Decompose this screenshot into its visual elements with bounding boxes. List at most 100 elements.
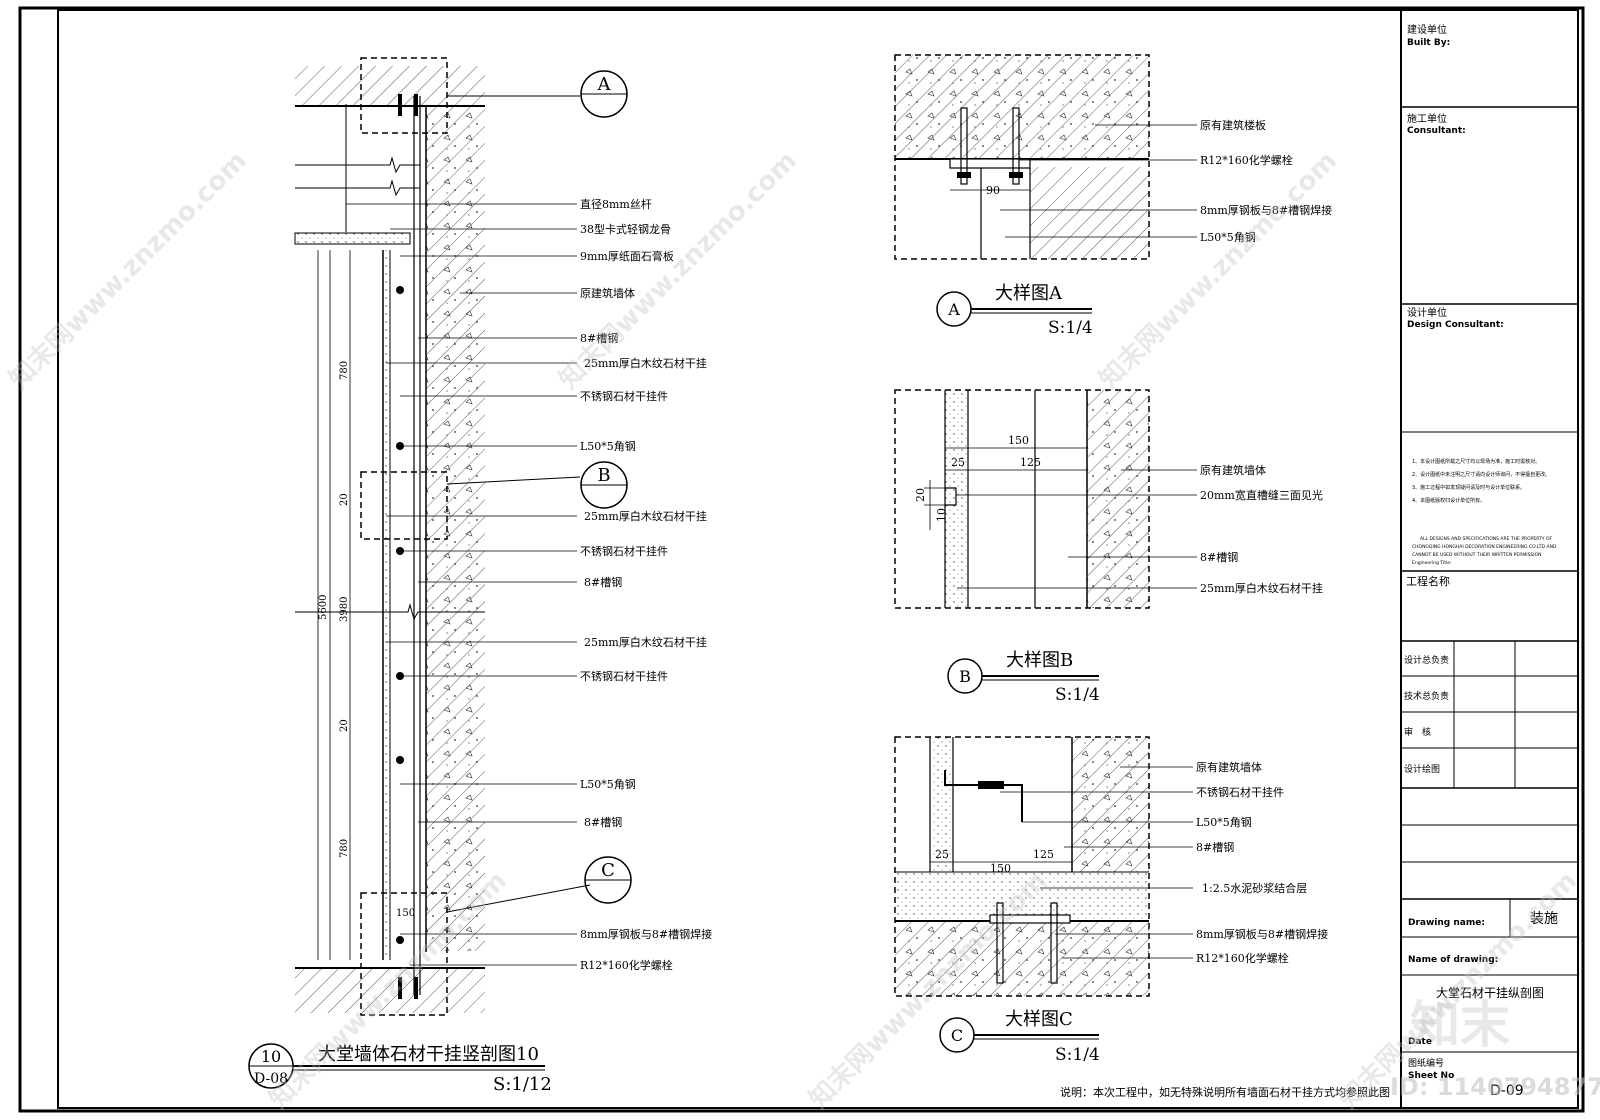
tb-note: 3、施工过程中如发现疑问请及时与设计单位联系。 — [1412, 484, 1525, 491]
dimension-text: 25 — [935, 848, 949, 861]
detail-b-label: 25mm厚白木纹石材干挂 — [1200, 581, 1323, 595]
detail-c-scale: S:1/4 — [1055, 1045, 1100, 1065]
detail-c-label: 8mm厚钢板与8#槽钢焊接 — [1196, 927, 1328, 941]
detail-c-symbol: C — [951, 1026, 963, 1045]
drawing-name-value: 装施 — [1530, 911, 1558, 927]
main-label: 8mm厚钢板与8#槽钢焊接 — [580, 927, 712, 941]
floor-slab — [295, 968, 485, 1013]
dimension-text: 20 — [339, 493, 350, 506]
main-label: 38型卡式轻钢龙骨 — [580, 222, 671, 236]
date-label: Date — [1408, 1037, 1432, 1047]
tb-note: 2、设计图纸中未注明之尺寸请向设计师询问，不得擅自更改。 — [1412, 471, 1550, 478]
dimension-text: 25 — [951, 456, 965, 469]
detail-b-label: 8#槽钢 — [1200, 551, 1238, 564]
name-of-drawing-label: Name of drawing: — [1408, 955, 1498, 965]
role-label: 设计总负责 — [1404, 654, 1449, 666]
index-sheet: D-08 — [254, 1071, 288, 1087]
dimension-text: 780 — [339, 361, 350, 380]
callout-b-letter: B — [597, 465, 610, 486]
callout-c-letter: C — [601, 860, 615, 881]
detail-a-label: 8mm厚钢板与8#槽钢焊接 — [1200, 203, 1332, 217]
sheet-no-value: D-09 — [1490, 1083, 1524, 1099]
main-label: 25mm厚白木纹石材干挂 — [584, 635, 707, 649]
dimension-text: 5600 — [318, 595, 329, 620]
main-label: 8#槽钢 — [580, 332, 618, 345]
detail-b — [894, 389, 1197, 694]
detail-a-symbol: A — [947, 300, 960, 319]
main-label: 8#槽钢 — [584, 816, 622, 829]
tb-copyright: ALL DESIGNS AND SPECIFICATIONS ARE THE P… — [1420, 536, 1553, 542]
outer-border — [18, 6, 1585, 1113]
main-label: R12*160化学螺栓 — [580, 958, 673, 972]
dimension-text: 20 — [339, 719, 350, 732]
detail-box-b — [360, 471, 448, 540]
detail-b-title: 大样图B — [1006, 650, 1073, 671]
callout-a-letter: A — [597, 74, 612, 95]
detail-a-label: R12*160化学螺栓 — [1200, 153, 1293, 167]
detail-a-scale: S:1/4 — [1048, 318, 1093, 338]
built-by-en: Built By: — [1407, 38, 1450, 48]
role-label: 审 核 — [1404, 726, 1431, 738]
design-consultant-en: Design Consultant: — [1407, 320, 1504, 330]
tb-note: 4、本图纸版权归设计单位所有。 — [1412, 497, 1485, 504]
inner-border — [57, 9, 1579, 1109]
detail-c-title: 大样图C — [1005, 1009, 1073, 1030]
dimension-text: 3980 — [339, 597, 350, 622]
consultant-en: Consultant: — [1407, 126, 1466, 136]
design-consultant-cn: 设计单位 — [1407, 306, 1447, 319]
dimension-text: 20 — [914, 488, 927, 502]
tb-note: 1、本设计图纸所载之尺寸均以现场为准，施工时需核对。 — [1412, 458, 1540, 465]
dimension-text: 10 — [935, 508, 948, 522]
sheet-no-en: Sheet No — [1408, 1071, 1454, 1081]
detail-b-label: 20mm宽直槽缝三面见光 — [1200, 488, 1323, 502]
main-label: 不锈钢石材干挂件 — [580, 544, 668, 558]
detail-c-label: R12*160化学螺栓 — [1196, 951, 1289, 965]
main-label: 不锈钢石材干挂件 — [580, 389, 668, 403]
main-label: 不锈钢石材干挂件 — [580, 669, 668, 683]
watermark-id: ID: 1140794877 — [1390, 1073, 1600, 1101]
detail-c-label: 不锈钢石材干挂件 — [1196, 785, 1284, 799]
dimension-text: 150 — [1008, 434, 1029, 447]
detail-c-label: 原有建筑墙体 — [1196, 760, 1262, 774]
watermark-layer: 知末网www.znzmo.com 知末网www.znzmo.com 知末网www… — [4, 146, 1600, 1115]
detail-c-label: 1:2.5水泥砂浆结合层 — [1202, 881, 1307, 895]
role-label: 设计绘图 — [1404, 763, 1440, 775]
detail-b-symbol: B — [959, 667, 971, 686]
detail-a-title: 大样图A — [995, 283, 1063, 304]
main-label: 直径8mm丝杆 — [580, 197, 652, 211]
tb-copyright: Engineering Title: — [1412, 560, 1452, 566]
built-by-cn: 建设单位 — [1407, 23, 1447, 36]
sheet-no-cn: 图纸编号 — [1408, 1057, 1444, 1069]
consultant-cn: 施工单位 — [1407, 112, 1447, 125]
detail-b-label: 原有建筑墙体 — [1200, 463, 1266, 477]
main-label: 9mm厚纸面石膏板 — [580, 249, 674, 263]
detail-c-label: 8#槽钢 — [1196, 841, 1234, 854]
index-number: 10 — [261, 1047, 281, 1066]
title-block — [1400, 10, 1578, 1108]
main-scale: S:1/12 — [493, 1074, 552, 1095]
dimension-text: 780 — [339, 839, 350, 858]
main-labels: 直径8mm丝杆 38型卡式轻钢龙骨 9mm厚纸面石膏板 原建筑墙体 8#槽钢 2… — [580, 197, 712, 972]
project-name-label: 工程名称 — [1406, 574, 1450, 588]
watermark-logo: 知末 — [1410, 996, 1510, 1054]
watermark-text: 知末网www.znzmo.com — [4, 146, 253, 395]
main-label: 25mm厚白木纹石材干挂 — [584, 509, 707, 523]
detail-c-label: L50*5角钢 — [1196, 816, 1252, 829]
detail-a — [894, 54, 1197, 327]
dimension-text: 125 — [1033, 848, 1054, 861]
detail-a-label: 原有建筑楼板 — [1200, 118, 1266, 132]
dimension-text: 125 — [1020, 456, 1041, 469]
dimension-text: 150 — [990, 862, 1011, 875]
main-title: 大堂墙体石材干挂竖剖图10 — [318, 1044, 539, 1065]
name-of-drawing-value: 大堂石材干挂纵剖图 — [1436, 986, 1544, 1000]
main-label: L50*5角钢 — [580, 440, 636, 453]
main-label: 原建筑墙体 — [580, 286, 635, 300]
main-dimensions: 780 20 3980 5600 20 780 150 — [318, 361, 415, 919]
main-label: L50*5角钢 — [580, 778, 636, 791]
dimension-text: 90 — [986, 184, 1000, 197]
tb-copyright: CANNOT BE USED WITHOUT THEIR WRITTEN PER… — [1412, 552, 1542, 558]
main-label: 8#槽钢 — [584, 576, 622, 589]
drawing-name-label: Drawing name: — [1408, 918, 1485, 928]
detail-c — [894, 736, 1193, 1053]
